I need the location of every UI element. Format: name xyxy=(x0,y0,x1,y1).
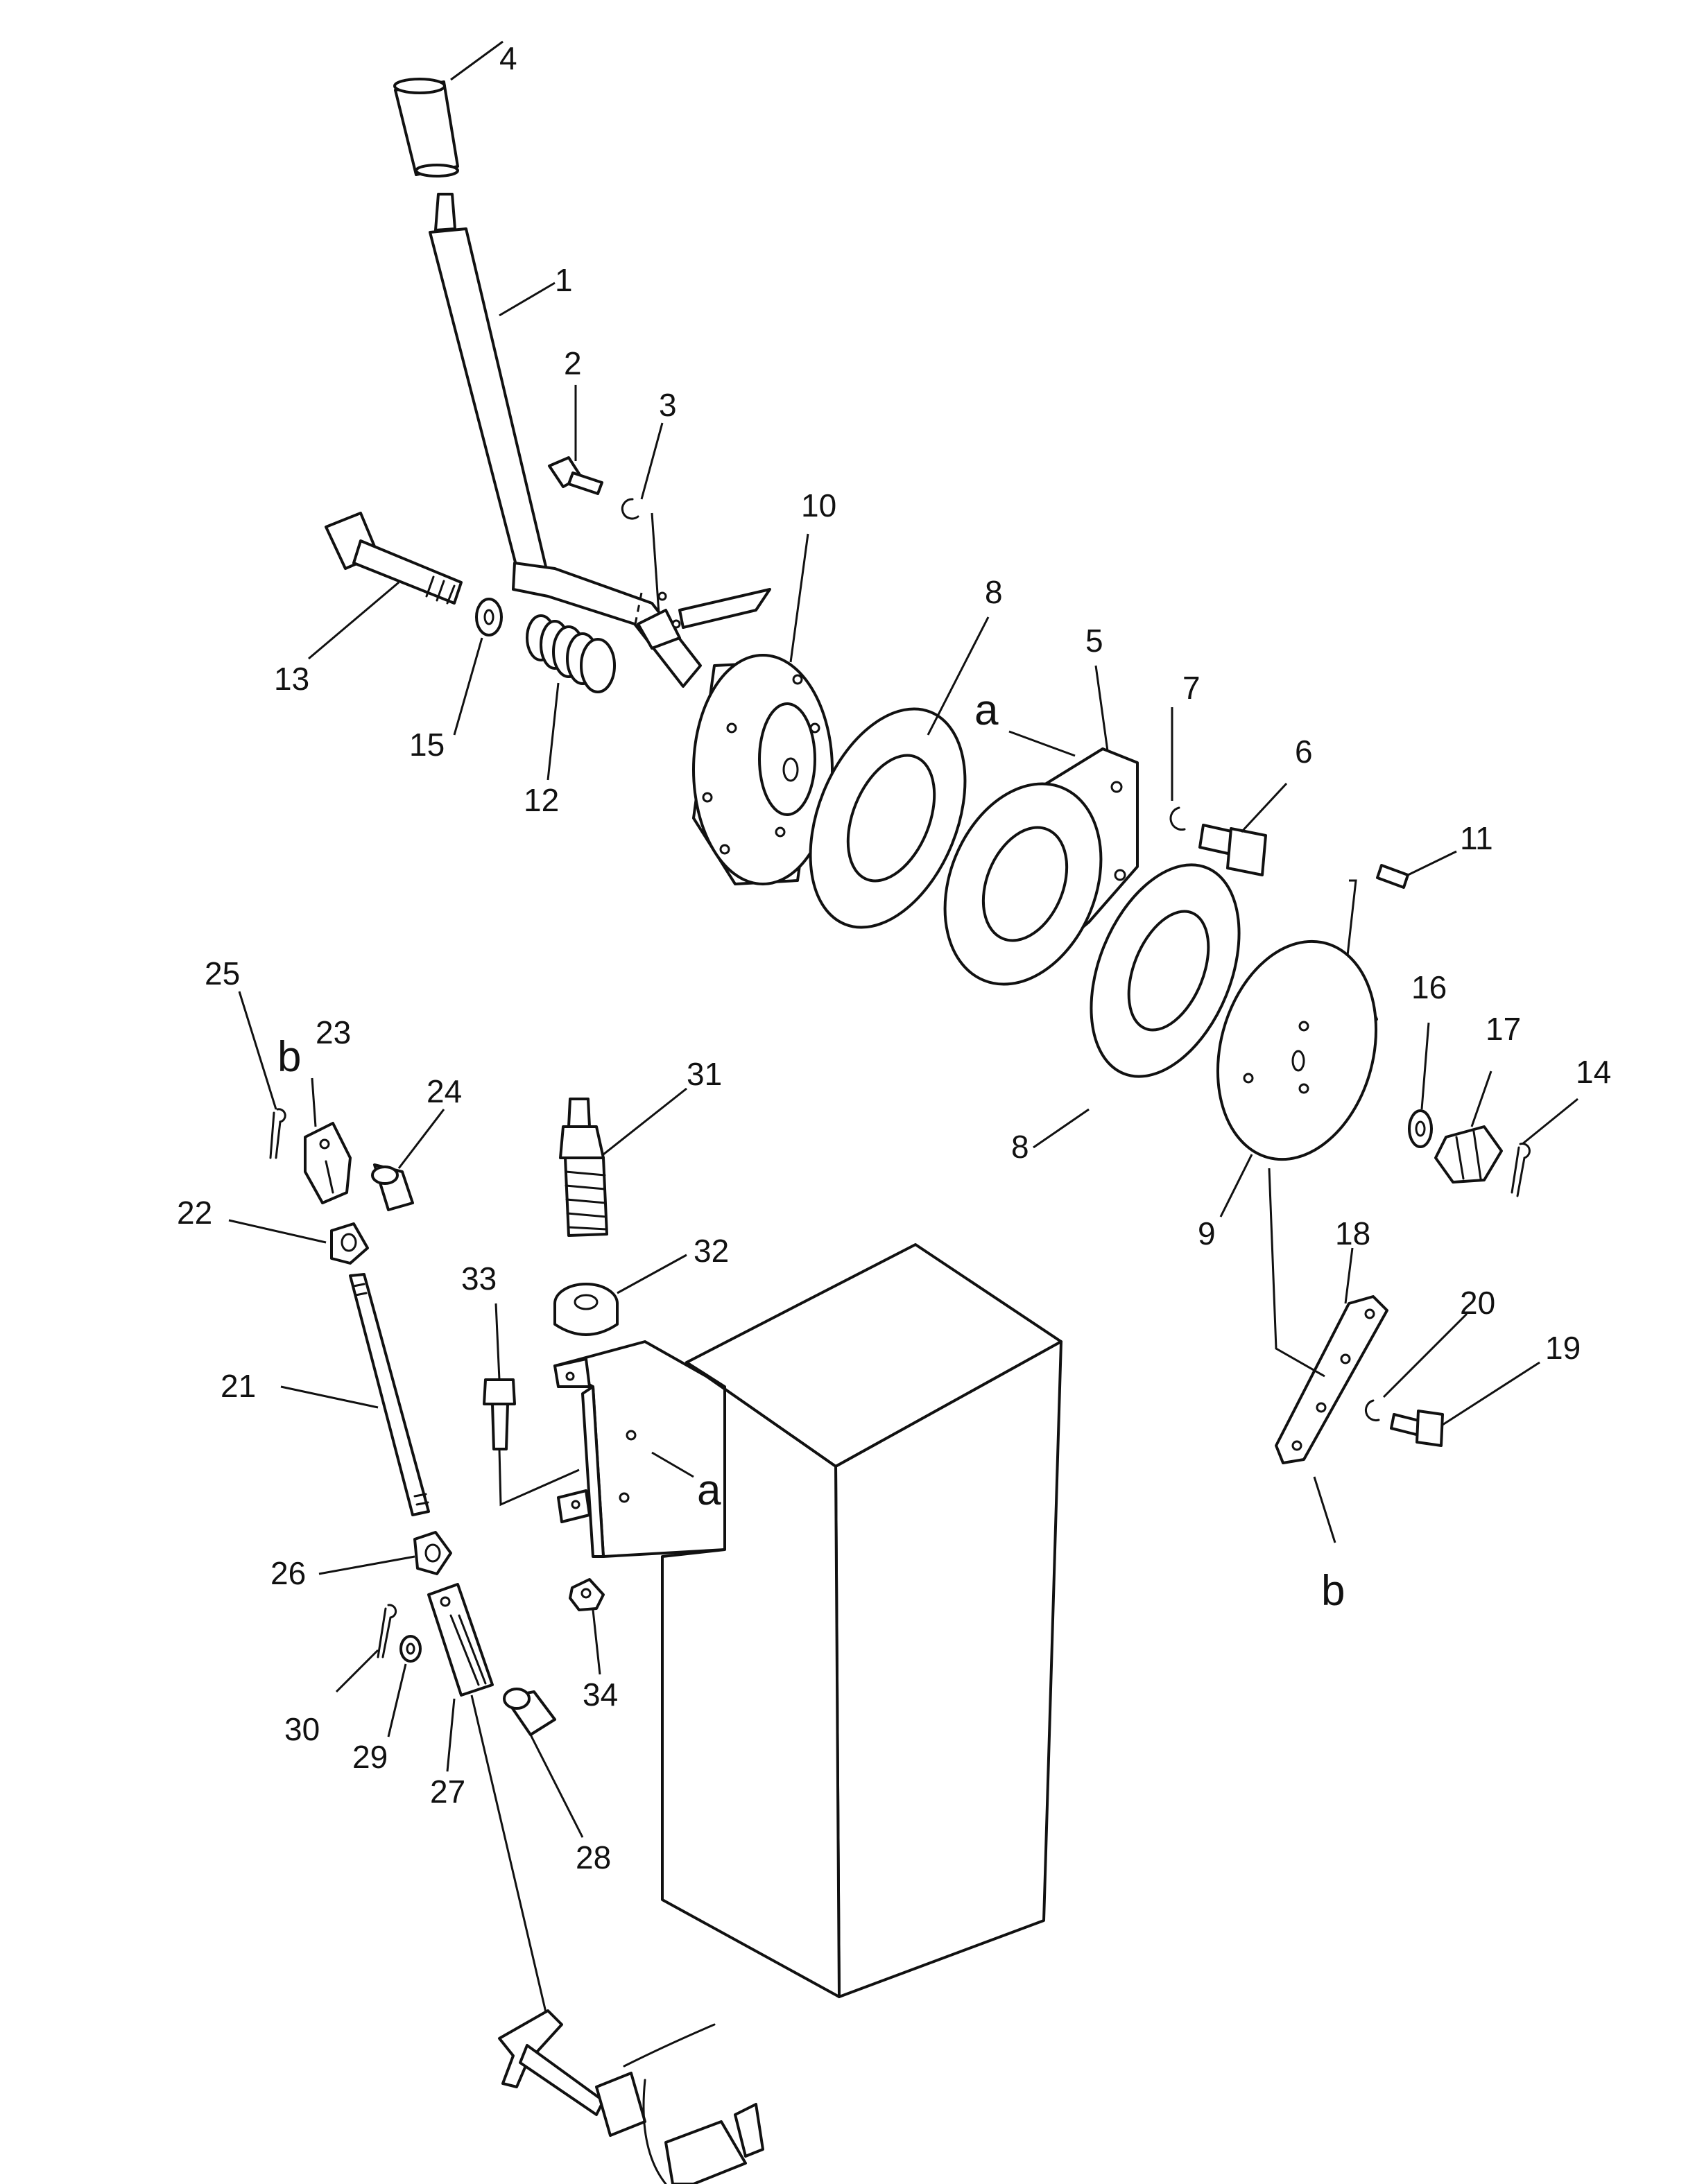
callout-28: 28 xyxy=(576,1839,611,1875)
part-16-washer xyxy=(1408,1109,1433,1148)
part-4-knob xyxy=(393,78,459,177)
box-mounting-bracket xyxy=(553,1340,726,1558)
callout-8-lower: 8 xyxy=(1011,1129,1029,1165)
housing-box xyxy=(661,1243,1062,1998)
callout-22: 22 xyxy=(177,1195,212,1231)
part-5-bracket xyxy=(943,747,1139,986)
part-9-disc xyxy=(1216,939,1378,1161)
callout-17: 17 xyxy=(1486,1011,1521,1047)
part-23-clevis xyxy=(304,1122,352,1204)
part-29-washer xyxy=(399,1635,422,1663)
callout-labels: 4 1 2 3 10 8 5 7 6 11 13 15 12 16 17 14 … xyxy=(177,40,1611,1875)
callout-19: 19 xyxy=(1545,1330,1581,1366)
callout-26: 26 xyxy=(270,1555,306,1591)
part-14-cotter-pin xyxy=(1511,1143,1531,1197)
part-8-friction-plate-lower xyxy=(1090,863,1241,1078)
callout-10: 10 xyxy=(801,487,836,523)
callout-2: 2 xyxy=(564,345,582,381)
callout-8-upper: 8 xyxy=(985,574,1003,610)
part-30-cotter-pin xyxy=(377,1604,397,1658)
callout-4: 4 xyxy=(499,40,517,76)
part-8-friction-plate-upper xyxy=(809,707,967,929)
part-15-washer xyxy=(475,598,503,636)
callout-16: 16 xyxy=(1411,969,1447,1005)
reference-letters: a a b b xyxy=(277,686,1345,1615)
ref-b-right: b xyxy=(1321,1567,1345,1615)
part-27-clevis xyxy=(427,1583,494,1697)
callout-1: 1 xyxy=(555,262,573,298)
callout-6: 6 xyxy=(1295,734,1313,770)
part-28-pin xyxy=(503,1688,556,1736)
part-1-lever xyxy=(429,193,771,688)
callout-23: 23 xyxy=(316,1014,351,1050)
callout-29: 29 xyxy=(352,1739,388,1775)
part-25-cotter-pin xyxy=(269,1108,286,1159)
ref-b-left: b xyxy=(277,1033,301,1081)
part-10-hub-disc xyxy=(692,654,834,885)
callout-3: 3 xyxy=(659,387,677,423)
part-12-spring xyxy=(526,614,616,693)
callout-12: 12 xyxy=(524,782,559,818)
callout-11: 11 xyxy=(1460,820,1493,856)
callout-30: 30 xyxy=(284,1711,320,1747)
callout-15: 15 xyxy=(409,727,445,763)
callout-14: 14 xyxy=(1576,1054,1611,1090)
part-33-bolt xyxy=(483,1378,516,1450)
part-19-bolt xyxy=(1390,1410,1444,1447)
part-31-adjuster-bolt xyxy=(559,1098,608,1237)
callout-31: 31 xyxy=(687,1056,722,1092)
part-18-plate xyxy=(1275,1295,1388,1464)
callout-13: 13 xyxy=(274,661,309,697)
callout-24: 24 xyxy=(427,1073,462,1109)
part-21-rod xyxy=(349,1273,430,1516)
part-11-pin xyxy=(1376,864,1409,889)
callout-5: 5 xyxy=(1085,623,1103,659)
part-32-nut xyxy=(553,1283,619,1336)
callout-9: 9 xyxy=(1198,1215,1216,1251)
pedal-linkage xyxy=(470,1695,764,2184)
part-34-nut xyxy=(569,1578,605,1611)
part-20-snap-ring xyxy=(1364,1399,1380,1422)
ref-a-upper: a xyxy=(974,686,999,734)
callout-27: 27 xyxy=(430,1774,465,1810)
callout-21: 21 xyxy=(221,1368,256,1404)
callout-18: 18 xyxy=(1335,1215,1370,1251)
callout-7: 7 xyxy=(1182,670,1201,706)
callout-33: 33 xyxy=(461,1260,497,1297)
callout-20: 20 xyxy=(1460,1285,1495,1321)
callout-34: 34 xyxy=(583,1676,618,1713)
part-6-bolt xyxy=(1198,824,1267,876)
part-2-bolt xyxy=(548,456,603,495)
part-13-long-bolt xyxy=(325,512,463,605)
part-24-clevis-pin xyxy=(371,1163,414,1211)
part-17-castle-nut xyxy=(1434,1125,1503,1184)
part-7-snap-ring xyxy=(1169,806,1186,831)
ref-a-lower: a xyxy=(697,1466,721,1514)
callout-32: 32 xyxy=(694,1233,729,1269)
part-26-nut xyxy=(413,1531,452,1575)
part-3-snap-ring xyxy=(621,498,639,520)
part-22-nut xyxy=(330,1222,369,1265)
leader-lines xyxy=(228,40,1578,1838)
callout-25: 25 xyxy=(205,955,240,991)
